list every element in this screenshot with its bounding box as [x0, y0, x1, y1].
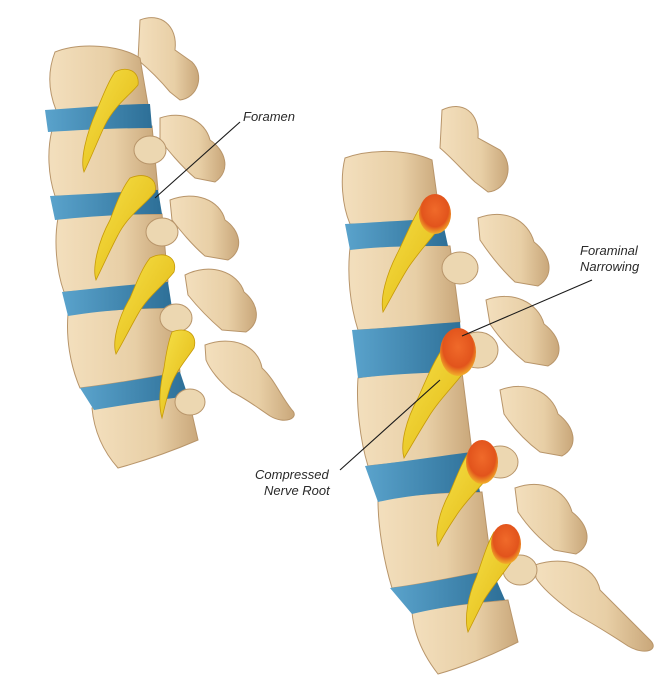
healthy-vertebral-bodies: [48, 45, 199, 469]
healthy-nerve-roots: [82, 68, 196, 420]
label-compressed-nerve-root-1: Compressed: [255, 467, 329, 482]
stenosis-spinous-processes: [439, 106, 654, 652]
stenosis-vertebral-bodies: [341, 151, 519, 675]
foramen-leader-line: [154, 121, 241, 199]
foraminal-narrowing-leader-line: [461, 279, 593, 337]
healthy-spinous-processes: [137, 17, 295, 421]
healthy-spine: [45, 17, 295, 469]
label-foraminal-narrowing-1: Foraminal: [580, 243, 639, 258]
label-foramen: Foramen: [243, 109, 295, 124]
label-foraminal-narrowing-2: Narrowing: [580, 259, 640, 274]
annotations: Foramen Foraminal Narrowing Compressed N…: [154, 109, 640, 498]
inflamed-foramen-regions: [419, 194, 521, 564]
stenosis-spine: [341, 106, 654, 675]
compressed-nerve-roots: [381, 194, 521, 634]
label-compressed-nerve-root-2: Nerve Root: [264, 483, 331, 498]
compressed-nerve-leader-line: [339, 379, 441, 471]
